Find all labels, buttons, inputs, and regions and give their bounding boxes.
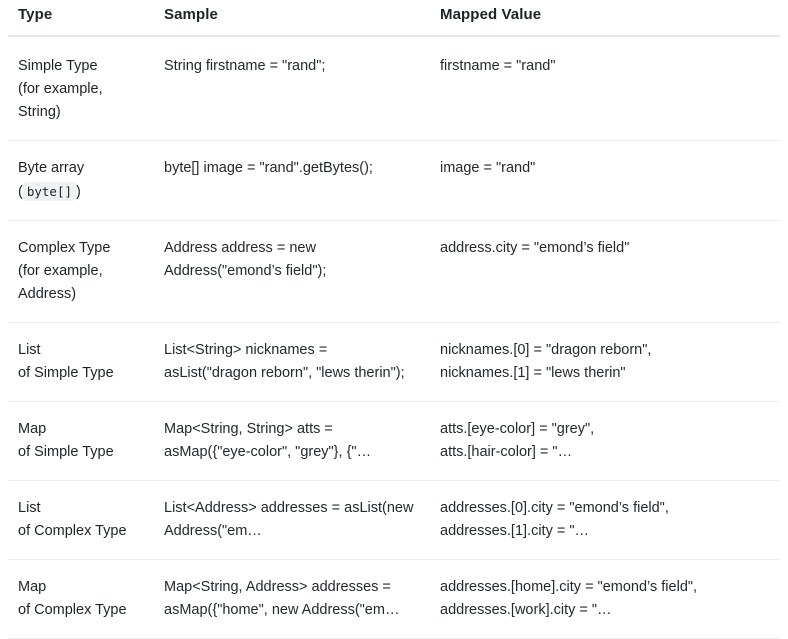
cell-mapped-value: firstname = "rand" xyxy=(430,36,780,141)
cell-sample: List<String> nicknames = asList("dragon … xyxy=(154,322,430,402)
table-header: Type Sample Mapped Value xyxy=(8,0,780,37)
type-line-3: String) xyxy=(18,104,61,120)
table-row: List of Simple Type List<String> nickname… xyxy=(8,322,780,402)
cell-type: Map of Simple Type xyxy=(8,401,154,481)
type-mapping-table: Type Sample Mapped Value Simple Type (for… xyxy=(8,0,780,639)
type-line-1: Simple Type xyxy=(18,58,98,74)
type-line-2: (for example, xyxy=(18,81,103,97)
cell-sample: byte[] image = "rand".getBytes(); xyxy=(154,140,430,221)
column-header-type: Type xyxy=(8,0,154,37)
table-row: List of Complex Type List<Address> addres… xyxy=(8,480,780,560)
table-row: Simple Type (for example, String) String f… xyxy=(8,36,780,141)
type-line-2: of Simple Type xyxy=(18,444,114,460)
type-line-2: of Complex Type xyxy=(18,523,127,539)
type-line-3: Address) xyxy=(18,286,77,302)
cell-type: Complex Type (for example, Address) xyxy=(8,220,154,323)
paren-open: ( xyxy=(18,184,23,200)
type-line-2: (for example, xyxy=(18,263,103,279)
cell-type: Simple Type (for example, String) xyxy=(8,36,154,141)
cell-sample: Map<String, Address> addresses = asMap({… xyxy=(154,559,430,639)
column-header-sample: Sample xyxy=(154,0,430,37)
cell-sample: List<Address> addresses = asList(new Add… xyxy=(154,480,430,560)
inline-code-byte-array: byte[] xyxy=(22,182,76,201)
type-line-1: Map xyxy=(18,579,47,595)
cell-sample: Address address = new Address("emond’s f… xyxy=(154,220,430,323)
table-row: Byte array (byte[]) byte[] image = "rand"… xyxy=(8,140,780,221)
cell-mapped-value: addresses.[home].city = "emond’s field",… xyxy=(430,559,780,639)
type-line-2: of Complex Type xyxy=(18,602,127,618)
type-line-2: of Simple Type xyxy=(18,365,114,381)
cell-type: Byte array (byte[]) xyxy=(8,140,154,221)
table-row: Map of Complex Type Map<String, Address> … xyxy=(8,559,780,639)
cell-sample: Map<String, String> atts = asMap({"eye-c… xyxy=(154,401,430,481)
type-line-1: List xyxy=(18,500,41,516)
cell-mapped-value: address.city = "emond’s field" xyxy=(430,220,780,323)
cell-type: List of Simple Type xyxy=(8,322,154,402)
type-line-2: (byte[]) xyxy=(18,180,142,204)
table-row: Map of Simple Type Map<String, String> at… xyxy=(8,401,780,481)
cell-mapped-value: nicknames.[0] = "dragon reborn", nicknam… xyxy=(430,322,780,402)
table-body: Simple Type (for example, String) String f… xyxy=(8,36,780,639)
column-header-mapped-value: Mapped Value xyxy=(430,0,780,37)
cell-sample: String firstname = "rand"; xyxy=(154,36,430,141)
cell-mapped-value: image = "rand" xyxy=(430,140,780,221)
paren-close: ) xyxy=(76,184,81,200)
type-line-1: Byte array xyxy=(18,160,85,176)
table-header-row: Type Sample Mapped Value xyxy=(8,0,780,37)
cell-type: List of Complex Type xyxy=(8,480,154,560)
cell-type: Map of Complex Type xyxy=(8,559,154,639)
table-row: Complex Type (for example, Address) Addres… xyxy=(8,220,780,323)
type-line-1: Complex Type xyxy=(18,240,111,256)
cell-mapped-value: atts.[eye-color] = "grey", atts.[hair-co… xyxy=(430,401,780,481)
type-line-1: List xyxy=(18,342,41,358)
cell-mapped-value: addresses.[0].city = "emond’s field", ad… xyxy=(430,480,780,560)
type-line-1: Map xyxy=(18,421,47,437)
